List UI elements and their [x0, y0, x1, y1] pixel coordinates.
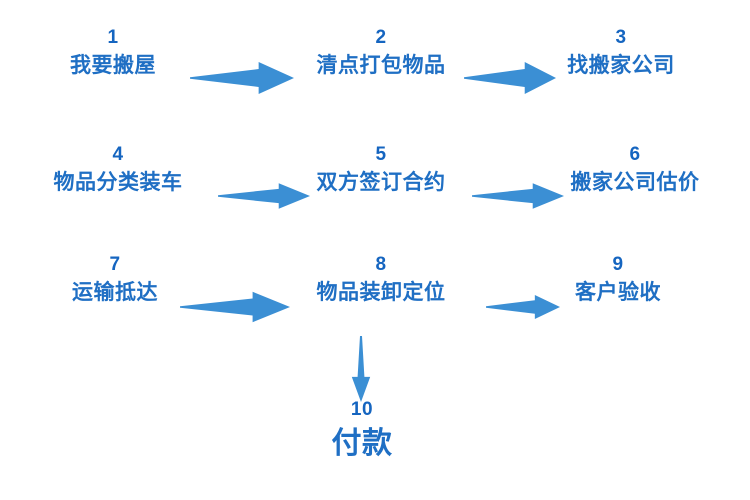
step-node-8: 8 物品装卸定位 [317, 255, 446, 303]
arrow-8-to-10-icon [341, 336, 381, 402]
step-number-2: 2 [375, 27, 387, 48]
step-label-9: 客户验收 [575, 281, 661, 304]
arrow-4-to-5-icon [218, 180, 310, 212]
step-node-4: 4 物品分类装车 [54, 145, 183, 193]
step-node-10: 10 付款 [332, 400, 393, 459]
step-number-9: 9 [612, 254, 624, 275]
step-node-1: 1 我要搬屋 [70, 28, 156, 76]
step-number-3: 3 [615, 27, 627, 48]
arrow-8-to-9-icon [486, 292, 560, 322]
step-label-4: 物品分类装车 [53, 171, 183, 194]
step-number-4: 4 [112, 144, 124, 165]
step-node-2: 2 清点打包物品 [317, 28, 446, 76]
step-node-3: 3 找搬家公司 [567, 28, 675, 76]
step-node-5: 5 双方签订合约 [317, 145, 446, 193]
step-number-7: 7 [109, 254, 121, 275]
step-label-1: 我要搬屋 [70, 54, 156, 77]
arrow-7-to-8-icon [180, 288, 290, 326]
step-label-2: 清点打包物品 [316, 54, 446, 77]
step-label-5: 双方签订合约 [316, 171, 446, 194]
step-number-6: 6 [629, 144, 641, 165]
step-label-3: 找搬家公司 [567, 54, 675, 77]
step-number-8: 8 [375, 254, 387, 275]
step-number-1: 1 [107, 27, 119, 48]
arrow-1-to-2-icon [190, 58, 294, 98]
step-number-5: 5 [375, 144, 387, 165]
arrow-5-to-6-icon [472, 180, 564, 212]
step-node-9: 9 客户验收 [575, 255, 661, 303]
arrow-2-to-3-icon [464, 58, 556, 98]
step-number-10: 10 [350, 399, 374, 420]
step-label-10: 付款 [331, 427, 393, 460]
step-label-6: 搬家公司估价 [570, 171, 700, 194]
step-node-7: 7 运输抵达 [72, 255, 158, 303]
step-label-8: 物品装卸定位 [316, 281, 446, 304]
step-label-7: 运输抵达 [72, 281, 158, 304]
step-node-6: 6 搬家公司估价 [571, 145, 700, 193]
